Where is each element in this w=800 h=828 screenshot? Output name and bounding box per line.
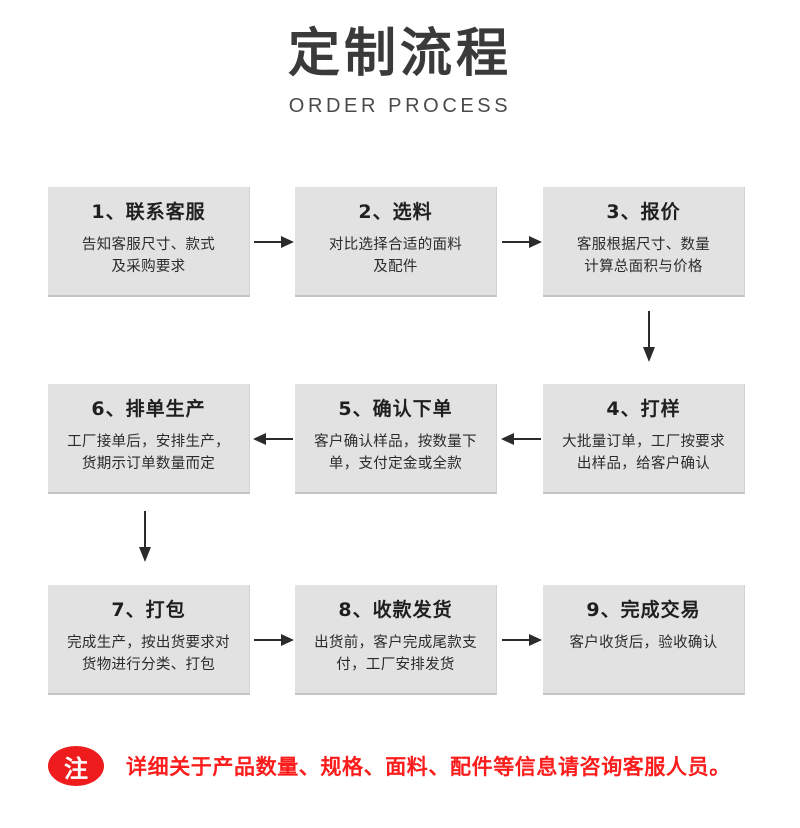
page-subtitle: ORDER PROCESS — [288, 95, 512, 118]
process-step-1: 1、联系客服 告知客服尺寸、款式 及采购要求 — [48, 187, 250, 297]
process-step-4: 4、打样 大批量订单，工厂按要求 出样品，给客户确认 — [543, 384, 745, 494]
arrow-head — [529, 634, 542, 646]
process-step-5: 5、确认下单 客户确认样品，按数量下 单，支付定金或全款 — [295, 384, 497, 494]
step-4-desc-line-1: 大批量订单，工厂按要求 — [562, 433, 725, 450]
step-7-title: 7、打包 — [111, 599, 186, 621]
step-4-title: 4、打样 — [606, 398, 681, 420]
arrow-shaft — [648, 311, 650, 351]
arrow-shaft — [511, 438, 541, 440]
step-9-title: 9、完成交易 — [586, 599, 701, 621]
step-4-desc: 大批量订单，工厂按要求 出样品，给客户确认 — [554, 431, 733, 476]
process-step-7: 7、打包 完成生产，按出货要求对 货物进行分类、打包 — [48, 585, 250, 695]
step-3-desc-line-1: 客服根据尺寸、数量 — [576, 236, 711, 253]
step-5-desc-line-2: 单，支付定金或全款 — [328, 456, 463, 473]
step-7-desc-line-2: 货物进行分类、打包 — [81, 657, 216, 674]
page-title: 定制流程 — [287, 24, 512, 84]
arrow-step-6-to-7-icon — [139, 509, 151, 569]
step-8-desc: 出货前，客户完成尾款支 付，工厂安排发货 — [306, 632, 485, 677]
arrow-step-3-to-4-icon — [643, 309, 655, 369]
step-3-title: 3、报价 — [606, 201, 681, 223]
arrow-step-1-to-2-icon — [250, 236, 297, 248]
step-2-desc-line-2: 及配件 — [373, 259, 418, 276]
arrow-shaft — [144, 511, 146, 551]
step-2-desc-line-1: 对比选择合适的面料 — [328, 236, 463, 253]
step-8-desc-line-2: 付，工厂安排发货 — [336, 657, 455, 674]
step-6-desc-line-2: 货期示订单数量而定 — [81, 456, 216, 473]
step-2-desc: 对比选择合适的面料 及配件 — [321, 234, 470, 279]
process-step-2: 2、选料 对比选择合适的面料 及配件 — [295, 187, 497, 297]
step-1-desc-line-1: 告知客服尺寸、款式 — [81, 236, 216, 253]
arrow-head — [281, 634, 294, 646]
arrow-head — [501, 433, 514, 445]
step-2-title: 2、选料 — [358, 201, 433, 223]
arrow-step-8-to-9-icon — [498, 634, 545, 646]
arrow-step-2-to-3-icon — [498, 236, 545, 248]
step-1-desc: 告知客服尺寸、款式 及采购要求 — [74, 234, 223, 279]
step-5-title: 5、确认下单 — [338, 398, 453, 420]
step-9-desc: 客户收货后，验收确认 — [562, 632, 726, 654]
process-row-3: 7、打包 完成生产，按出货要求对 货物进行分类、打包 8、收款发货 出货前，客户… — [48, 585, 745, 695]
process-step-8: 8、收款发货 出货前，客户完成尾款支 付，工厂安排发货 — [295, 585, 497, 695]
step-1-desc-line-2: 及采购要求 — [111, 259, 186, 276]
process-flow: 1、联系客服 告知客服尺寸、款式 及采购要求 2、选料 对比选择合适的面料 及配… — [48, 187, 745, 700]
note-badge-icon: 注 — [48, 746, 104, 786]
page-header: 定制流程 ORDER PROCESS — [0, 24, 800, 118]
step-6-desc-line-1: 工厂接单后，安排生产， — [67, 433, 230, 450]
arrow-shaft — [254, 241, 284, 243]
footer-note: 注 详细关于产品数量、规格、面料、配件等信息请咨询客服人员。 — [48, 742, 752, 790]
arrow-head — [529, 236, 542, 248]
step-5-desc-line-1: 客户确认样品，按数量下 — [314, 433, 477, 450]
arrow-shaft — [502, 241, 532, 243]
arrow-head — [281, 236, 294, 248]
arrow-shaft — [263, 438, 293, 440]
arrow-head — [139, 547, 151, 562]
step-3-desc-line-2: 计算总面积与价格 — [584, 259, 703, 276]
arrow-shaft — [502, 639, 532, 641]
arrow-head — [643, 347, 655, 362]
step-1-title: 1、联系客服 — [91, 201, 206, 223]
process-step-9: 9、完成交易 客户收货后，验收确认 — [543, 585, 745, 695]
step-4-desc-line-2: 出样品，给客户确认 — [576, 456, 711, 473]
arrow-step-7-to-8-icon — [250, 634, 297, 646]
arrow-shaft — [254, 639, 284, 641]
process-step-6: 6、排单生产 工厂接单后，安排生产， 货期示订单数量而定 — [48, 384, 250, 494]
step-3-desc: 客服根据尺寸、数量 计算总面积与价格 — [569, 234, 718, 279]
arrow-step-5-to-6-icon — [250, 433, 297, 445]
step-7-desc: 完成生产，按出货要求对 货物进行分类、打包 — [59, 632, 238, 677]
arrow-step-4-to-5-icon — [498, 433, 545, 445]
step-8-desc-line-1: 出货前，客户完成尾款支 — [314, 634, 477, 651]
process-row-1: 1、联系客服 告知客服尺寸、款式 及采购要求 2、选料 对比选择合适的面料 及配… — [48, 187, 745, 297]
arrow-head — [253, 433, 266, 445]
process-step-3: 3、报价 客服根据尺寸、数量 计算总面积与价格 — [543, 187, 745, 297]
step-8-title: 8、收款发货 — [338, 599, 453, 621]
step-5-desc: 客户确认样品，按数量下 单，支付定金或全款 — [306, 431, 485, 476]
step-6-desc: 工厂接单后，安排生产， 货期示订单数量而定 — [59, 431, 238, 476]
step-7-desc-line-1: 完成生产，按出货要求对 — [67, 634, 230, 651]
step-9-desc-line-1: 客户收货后，验收确认 — [569, 634, 718, 651]
step-6-title: 6、排单生产 — [91, 398, 206, 420]
process-row-2: 6、排单生产 工厂接单后，安排生产， 货期示订单数量而定 5、确认下单 客户确认… — [48, 384, 745, 494]
note-text: 详细关于产品数量、规格、面料、配件等信息请咨询客服人员。 — [126, 755, 731, 779]
